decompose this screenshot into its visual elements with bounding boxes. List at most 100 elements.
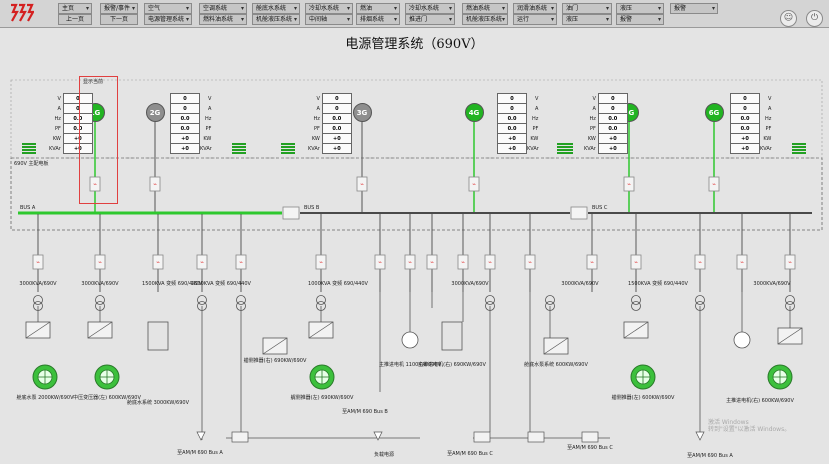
feeder-label-8: 3000KVA/690V (753, 281, 791, 287)
feeder-breaker-10 (484, 254, 496, 270)
load-label-3: 艏侧推器(右) 690KW/690V (243, 358, 307, 364)
param-key: KW (311, 135, 320, 142)
pump-2 (733, 331, 751, 349)
bottom-label-0: 至AM/M 690 Bus A (177, 450, 223, 456)
menu-button-r1-10[interactable]: 液压 (562, 14, 612, 25)
menu-button-r0-1[interactable]: 报警/事件 (100, 3, 138, 14)
pump-1 (401, 331, 419, 349)
breaker-mark: ⌁ (360, 181, 364, 188)
param-key: Hz (313, 115, 320, 122)
param-value: 0 (497, 93, 527, 104)
breaker-mark: ⌁ (712, 181, 716, 188)
menu-button-r1-8[interactable]: 机舱液压系统 (462, 14, 508, 25)
param-value: +0 (170, 143, 200, 154)
param-value: 0 (170, 103, 200, 114)
breaker-mark: ⌁ (488, 259, 492, 266)
menu-button-r1-11[interactable]: 报警 (616, 14, 664, 25)
load-box-1 (147, 321, 169, 351)
menu-button-r1-1[interactable]: 下一页 (100, 14, 138, 25)
load-level-bar (557, 149, 571, 151)
feeder-breaker-4 (235, 254, 247, 270)
transformer-8 (695, 295, 705, 305)
menu-button-r0-0[interactable]: 主页 (58, 3, 92, 14)
transformer-6 (545, 295, 555, 305)
load-label-5: 主推进电机 1100KW/690V (378, 362, 442, 368)
menu-button-r1-7[interactable]: 推进门 (405, 14, 455, 25)
breaker-mark: ⌁ (156, 259, 160, 266)
power-icon[interactable]: ⏻ (806, 10, 823, 27)
feeder-breaker-8 (426, 254, 438, 270)
generator-3g[interactable]: 3G (352, 103, 372, 122)
user-icon[interactable]: ☺ (779, 10, 797, 27)
param-value: 0.0 (497, 113, 527, 124)
param-value: +0 (62, 143, 93, 154)
param-key: KVAr (584, 145, 596, 152)
generator-breaker-1 (149, 176, 161, 192)
bottom-label-2: 至AM/M 690 Bus C (447, 451, 493, 457)
load-level-bar (792, 146, 806, 148)
param-key: PF (532, 125, 539, 132)
breaker-mark: ⌁ (98, 259, 102, 266)
menu-button-r1-9[interactable]: 运行 (513, 14, 557, 25)
generator-6g[interactable]: 6G (704, 103, 724, 122)
feeder-label-2: 1500KVA 变频 690/440V (142, 281, 202, 287)
bottom-breaker-0 (231, 431, 249, 443)
param-value: 0.0 (597, 123, 628, 134)
feeder-breaker-0 (32, 254, 44, 270)
bottom-breaker-1 (473, 431, 491, 443)
feeder-breaker-13 (630, 254, 642, 270)
load-level-bar (22, 146, 36, 148)
transformer-4 (316, 295, 326, 305)
param-key: A (534, 105, 539, 112)
load-label-0: 舱底水泵 2000KW/690V (16, 395, 74, 401)
load-level-bar (281, 149, 295, 151)
menu-button-r1-4[interactable]: 机舱液压系统 (252, 14, 300, 25)
drive-slash (777, 327, 803, 345)
load-label-2: 舱底水系统 3000KW/690V (126, 400, 190, 406)
param-key: PF (54, 125, 61, 132)
feeder-breaker-16 (784, 254, 796, 270)
menu-button-r1-5[interactable]: 中间轴 (305, 14, 353, 25)
param-value: 0.0 (730, 123, 760, 134)
param-key: KW (530, 135, 539, 142)
generator-breaker-5 (708, 176, 720, 192)
menu-button-r1-0[interactable]: 上一页 (58, 14, 92, 25)
transformer-3 (236, 295, 246, 305)
feeder-breaker-2 (152, 254, 164, 270)
load-level-bar (557, 143, 571, 145)
menu-button-r0-12[interactable]: 报警 (670, 3, 718, 14)
load-level-bar (557, 146, 571, 148)
transformer-9 (785, 295, 795, 305)
load-level-bar (232, 152, 246, 154)
generator-4g[interactable]: 4G (464, 103, 484, 122)
drive-slash (543, 337, 569, 355)
drive-slash (623, 321, 649, 339)
page-title: 电源管理系统（690V） (345, 37, 484, 52)
bottom-breaker-3 (581, 431, 599, 443)
menu-button-r1-2[interactable]: 电源管理系统 (144, 14, 192, 25)
windows-activation-watermark: 激活 Windows 转到"设置"以激活 Windows。 (708, 419, 791, 433)
transformer-2 (197, 295, 207, 305)
menu-button-r1-6[interactable]: 排烟系统 (356, 14, 400, 25)
param-value: +0 (497, 133, 527, 144)
param-value: +0 (597, 143, 628, 154)
param-key: Hz (764, 115, 772, 122)
load-level-bar (232, 143, 246, 145)
bottom-label-1: 至AM/M 690 Bus B (342, 409, 388, 415)
breaker-mark: ⌁ (472, 181, 476, 188)
bottom-breaker-2 (527, 431, 545, 443)
param-value: +0 (321, 133, 352, 144)
bus-tie-ab (282, 206, 300, 220)
bottom-label-4: 负载电源 (373, 452, 395, 458)
bus-label: BUS B (304, 205, 320, 211)
menu-button-r1-3[interactable]: 燃料油系统 (199, 14, 247, 25)
generator-2g[interactable]: 2G (145, 103, 165, 122)
breaker-mark: ⌁ (461, 259, 465, 266)
param-key: Hz (589, 115, 596, 122)
param-value: 0.0 (497, 123, 527, 134)
param-key: A (316, 105, 320, 112)
